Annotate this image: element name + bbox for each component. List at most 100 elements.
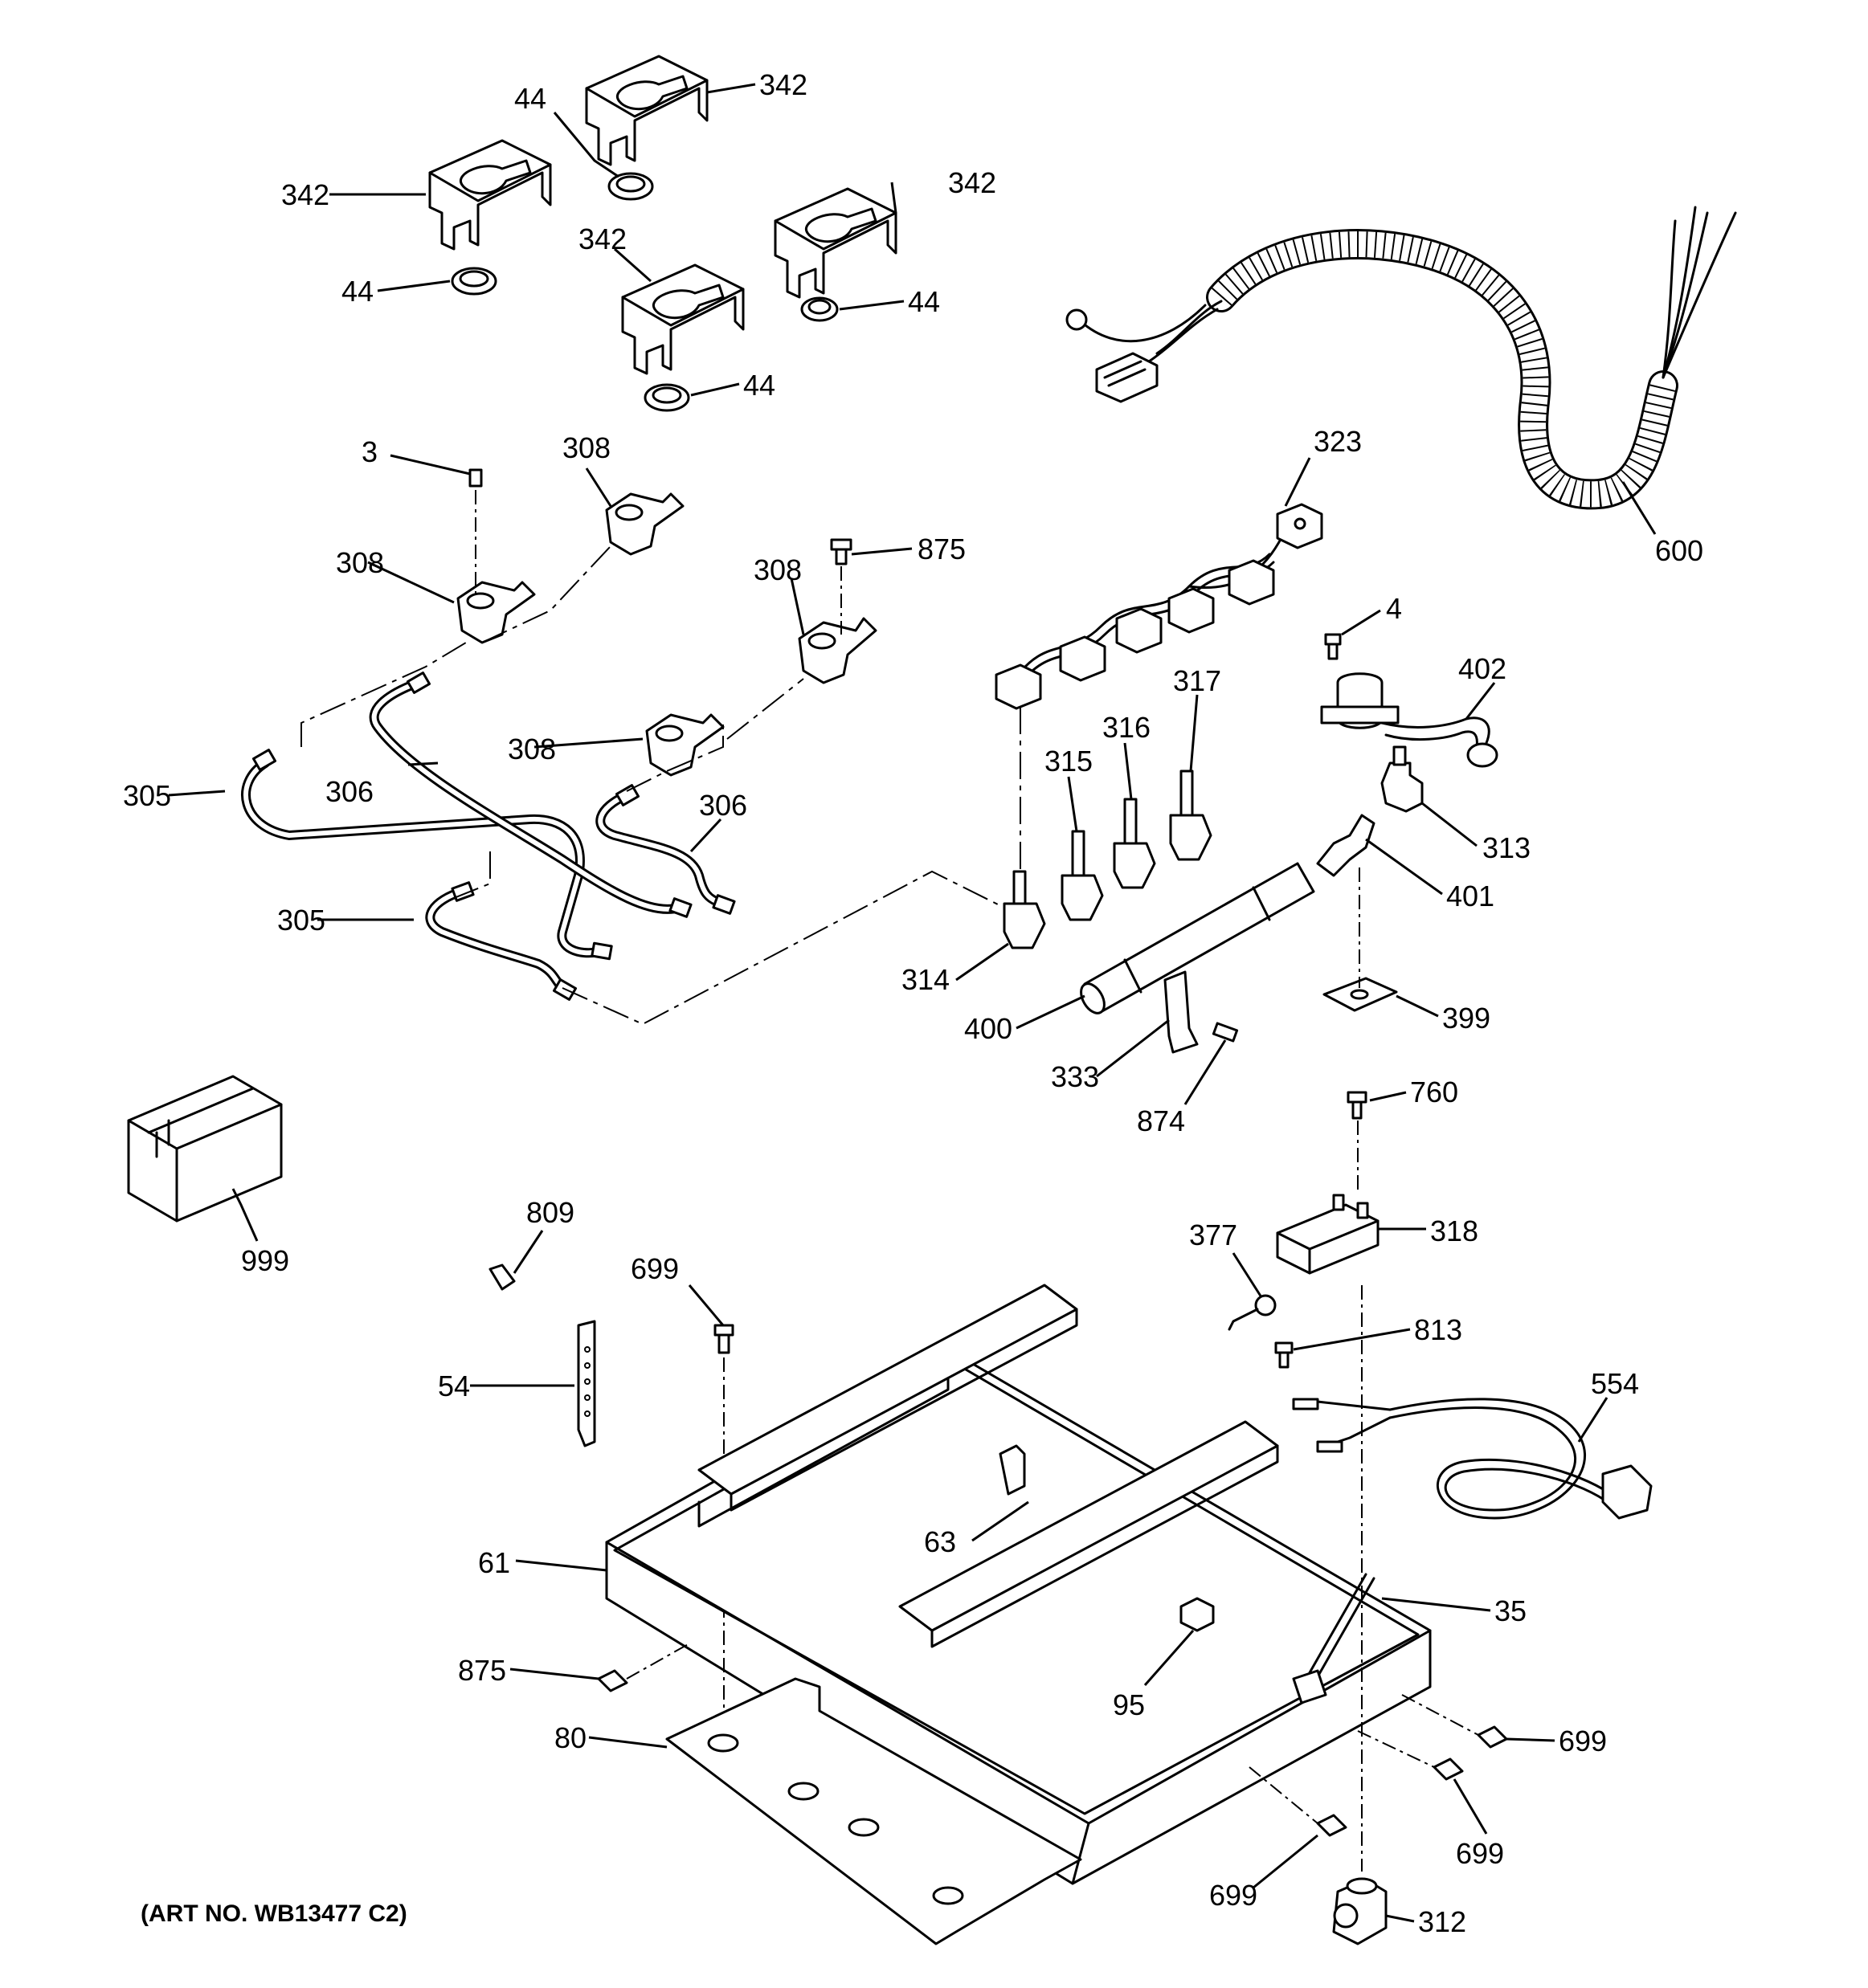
wire-harness-600 bbox=[1065, 206, 1737, 510]
callout-809: 809 bbox=[526, 1196, 574, 1229]
burner-cap-342-right bbox=[774, 187, 897, 299]
pressure-regulator-312 bbox=[1332, 1285, 1388, 1945]
burner-surface-308-d bbox=[645, 713, 725, 777]
callout-402: 402 bbox=[1458, 652, 1506, 685]
valve-314 bbox=[1003, 870, 1046, 949]
assembly-dash-lines bbox=[300, 545, 1037, 1026]
callout-306: 306 bbox=[699, 789, 747, 822]
callout-308: 308 bbox=[754, 553, 802, 586]
callout-699: 699 bbox=[631, 1252, 679, 1285]
callout-600: 600 bbox=[1655, 534, 1703, 567]
callout-875: 875 bbox=[458, 1654, 506, 1687]
callout-342: 342 bbox=[948, 166, 996, 199]
screw-4 bbox=[1324, 633, 1342, 660]
gas-tube-306-long bbox=[369, 672, 693, 918]
valve-315 bbox=[1061, 830, 1104, 921]
ignitor-switch-harness-323 bbox=[995, 503, 1323, 710]
callout-315: 315 bbox=[1044, 745, 1093, 778]
callout-813: 813 bbox=[1414, 1313, 1462, 1346]
burner-surface-308-c bbox=[798, 617, 877, 684]
gas-tube-305-lower bbox=[425, 881, 578, 1001]
callout-401: 401 bbox=[1446, 880, 1494, 912]
bracket-333 bbox=[1163, 970, 1199, 1054]
burner-cap-342-top bbox=[585, 55, 709, 166]
ring-44-b bbox=[451, 267, 497, 296]
bottom-panel-80 bbox=[665, 1677, 1082, 1945]
valve-316 bbox=[1113, 798, 1156, 889]
callout-308: 308 bbox=[336, 546, 384, 579]
callout-305: 305 bbox=[123, 779, 171, 812]
bracket-54 bbox=[577, 1320, 596, 1447]
valve-317 bbox=[1169, 769, 1212, 861]
bracket-95 bbox=[1179, 1597, 1215, 1632]
callout-399: 399 bbox=[1442, 1002, 1490, 1035]
burner-surface-308-a bbox=[456, 581, 536, 644]
callout-699: 699 bbox=[1559, 1725, 1607, 1757]
burner-cap-342-center bbox=[621, 263, 745, 375]
screw-699-bottom bbox=[1249, 1766, 1347, 1837]
callout-44: 44 bbox=[908, 285, 940, 318]
leader-lines bbox=[168, 83, 1657, 1923]
regulator-assembly-402 bbox=[1320, 672, 1498, 768]
callout-333: 333 bbox=[1051, 1060, 1099, 1093]
burner-box-61 bbox=[605, 1348, 1432, 1885]
grommet-377 bbox=[1228, 1294, 1277, 1331]
manifold-400 bbox=[1080, 862, 1315, 1014]
callout-44: 44 bbox=[514, 82, 546, 115]
callout-342: 342 bbox=[578, 222, 627, 255]
screw-699-right bbox=[1401, 1694, 1508, 1749]
screw-809 bbox=[488, 1263, 516, 1291]
screw-760 bbox=[1347, 1091, 1367, 1193]
callout-377: 377 bbox=[1189, 1219, 1237, 1251]
screw-875-side bbox=[597, 1642, 692, 1692]
callout-323: 323 bbox=[1314, 425, 1362, 458]
callout-54: 54 bbox=[438, 1370, 470, 1402]
callout-317: 317 bbox=[1173, 664, 1221, 697]
callout-4: 4 bbox=[1386, 592, 1402, 625]
gas-tube-305-upper bbox=[241, 749, 613, 961]
screw-699-top bbox=[713, 1324, 734, 1719]
callout-labels: 342 44 342 342 342 44 44 44 3 308 308 30… bbox=[123, 68, 1703, 1938]
callout-306: 306 bbox=[325, 775, 374, 808]
shutoff-valve-313 bbox=[1380, 745, 1424, 813]
literature-box-999 bbox=[127, 1075, 283, 1223]
callout-699: 699 bbox=[1456, 1837, 1504, 1870]
screw-813 bbox=[1274, 1341, 1294, 1369]
callout-61: 61 bbox=[478, 1546, 510, 1579]
ring-44-c bbox=[800, 296, 839, 322]
callout-699: 699 bbox=[1209, 1879, 1257, 1912]
burner-cap-342-left bbox=[428, 139, 552, 251]
callout-308: 308 bbox=[562, 431, 611, 464]
callout-760: 760 bbox=[1410, 1076, 1458, 1108]
power-cord-554 bbox=[1292, 1398, 1653, 1520]
callout-95: 95 bbox=[1113, 1688, 1145, 1721]
callout-342: 342 bbox=[759, 68, 807, 101]
callout-314: 314 bbox=[901, 963, 950, 996]
burner-surface-308-b bbox=[605, 492, 685, 556]
callout-312: 312 bbox=[1418, 1905, 1466, 1938]
callout-400: 400 bbox=[964, 1012, 1012, 1045]
callout-305: 305 bbox=[277, 904, 325, 937]
callout-313: 313 bbox=[1482, 831, 1531, 864]
callout-875: 875 bbox=[918, 533, 966, 565]
callout-999: 999 bbox=[241, 1244, 289, 1277]
callout-44: 44 bbox=[743, 369, 775, 402]
screw-875-top bbox=[830, 538, 852, 635]
callout-342: 342 bbox=[281, 178, 329, 211]
ring-44-a bbox=[607, 172, 654, 201]
screw-699-mid bbox=[1357, 1730, 1464, 1781]
callout-308: 308 bbox=[508, 733, 556, 765]
elbow-fitting-401 bbox=[1316, 814, 1375, 877]
rail-right bbox=[898, 1420, 1279, 1648]
callout-554: 554 bbox=[1591, 1367, 1639, 1400]
callout-35: 35 bbox=[1494, 1594, 1527, 1627]
callout-44: 44 bbox=[341, 275, 374, 308]
callout-63: 63 bbox=[924, 1525, 956, 1558]
callout-316: 316 bbox=[1102, 711, 1151, 744]
bracket-63 bbox=[999, 1444, 1026, 1496]
ring-44-d bbox=[644, 383, 690, 412]
callout-874: 874 bbox=[1137, 1104, 1185, 1137]
thermocouple-bracket-35 bbox=[1292, 1573, 1375, 1704]
screw-3 bbox=[468, 468, 483, 594]
